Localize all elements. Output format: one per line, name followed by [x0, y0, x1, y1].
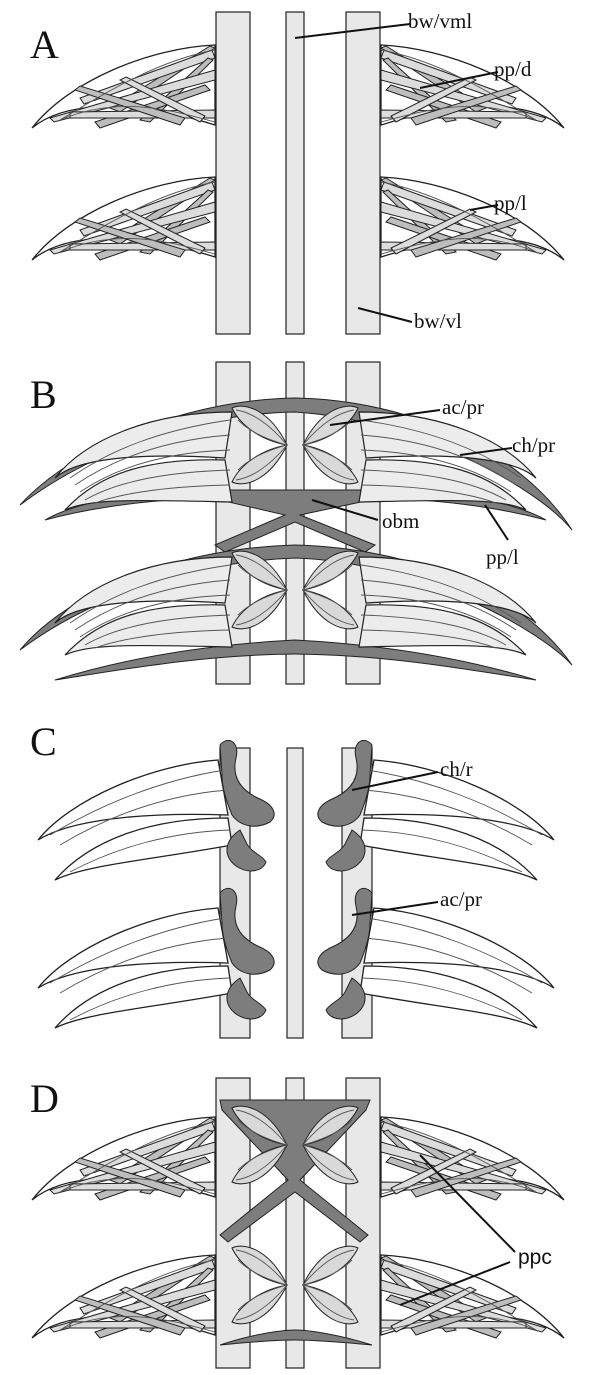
label-ch-r: ch/r [440, 757, 473, 781]
label-bw-vml: bw/vml [408, 9, 472, 33]
parapodium-d-left-upper [32, 1117, 215, 1200]
parapodium-a-right-upper [381, 45, 564, 128]
panel-b: B ac/pr ch/pr obm pp/l [20, 362, 572, 684]
label-ppc: ppc [518, 1246, 552, 1269]
panel-a: A bw/vml pp/d pp/l bw/vl [30, 9, 564, 334]
label-ac-pr-c: ac/pr [440, 887, 482, 911]
ventral-midline-c [287, 748, 303, 1038]
panel-letter-a: A [30, 22, 59, 67]
label-bw-vl: bw/vl [414, 309, 462, 333]
parapodium-d-right-upper [381, 1117, 564, 1200]
ventral-midline [286, 12, 304, 334]
parapodium-a-left-lower [32, 177, 215, 260]
panel-letter-d: D [30, 1076, 59, 1121]
parapodium-a-left-upper [32, 45, 215, 128]
panel-letter-c: C [30, 719, 57, 764]
parapodium-a-right-lower [381, 177, 564, 260]
body-wall-right [346, 12, 380, 334]
panel-c: C ch/r ac/pr [30, 719, 554, 1038]
parapodium-b-right-upper [359, 412, 536, 510]
parapodium-b-left-upper [55, 412, 232, 510]
body-wall-left [216, 12, 250, 334]
label-ac-pr-b: ac/pr [442, 395, 484, 419]
label-pp-d: pp/d [494, 57, 532, 81]
parapodium-b-left-lower [55, 557, 232, 655]
label-pp-l-b: pp/l [486, 545, 519, 569]
parapodium-b-right-lower [359, 557, 536, 655]
label-ch-pr: ch/pr [512, 433, 555, 457]
label-obm: obm [382, 509, 419, 533]
panel-d: D ppc [30, 1076, 564, 1368]
label-pp-l-a: pp/l [494, 191, 527, 215]
parapodium-d-left-lower [32, 1255, 215, 1338]
panel-letter-b: B [30, 372, 57, 417]
